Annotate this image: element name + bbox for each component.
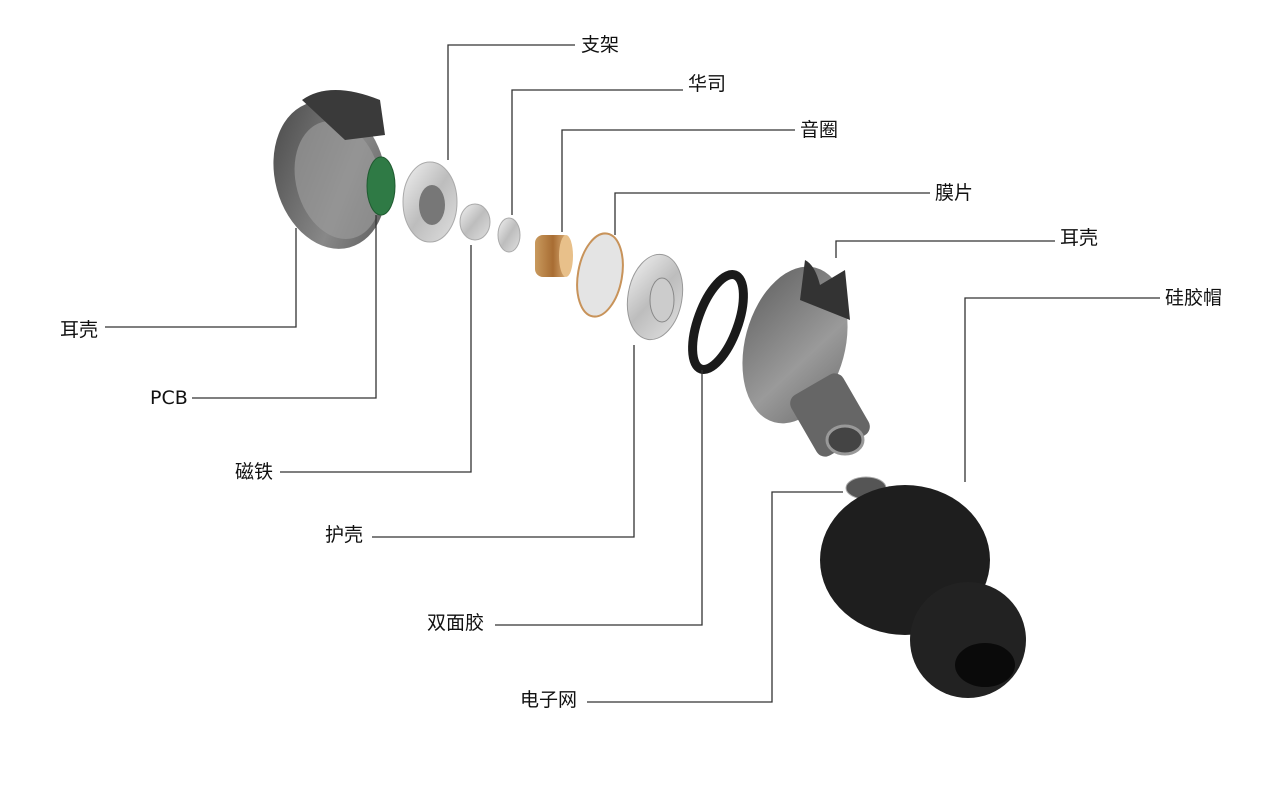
label-shell-left: 耳壳 [60,319,99,341]
leader-bracket [447,44,575,160]
bracket-part [402,161,458,243]
leader-voice-coil [561,129,795,232]
label-ear-tip: 硅胶帽 [1165,287,1223,309]
leader-cover [372,345,635,538]
adhesive-ring-part [688,270,748,374]
label-diaphragm: 膜片 [935,182,974,204]
label-voice-coil: 音圈 [800,119,839,141]
leader-diaphragm [614,192,930,235]
label-magnet: 磁铁 [235,461,274,483]
label-adhesive: 双面胶 [427,612,485,634]
leader-mesh [587,491,843,703]
leader-lines [105,44,1160,703]
magnet-part [459,203,491,241]
label-bracket: 支架 [581,34,620,56]
right-shell [742,260,870,457]
leader-ear-tip [964,297,1160,482]
pcb-part [366,156,396,216]
label-pcb: PCB [150,387,188,409]
label-mesh: 电子网 [520,689,578,711]
diaphragm-part [576,232,624,318]
leader-pcb [192,215,377,399]
leader-shell-left [105,228,297,328]
leader-magnet [280,245,472,473]
label-washer: 华司 [688,73,727,95]
cover-part [626,253,684,341]
label-shell-right: 耳壳 [1060,227,1099,249]
washer-part [497,217,521,253]
leader-washer [511,89,683,215]
voice-coil-part [535,235,573,277]
left-shell [273,90,387,249]
label-cover: 护壳 [325,524,364,546]
leader-shell-right [835,240,1055,258]
leader-adhesive [495,370,703,626]
ear-tip-part [820,485,1026,698]
